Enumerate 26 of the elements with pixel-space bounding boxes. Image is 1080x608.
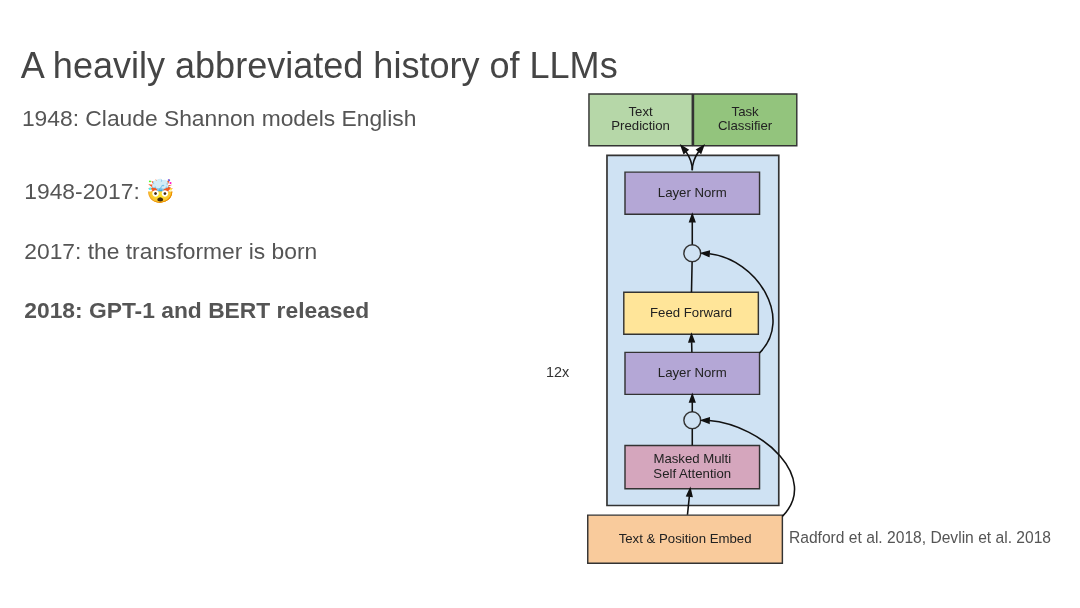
label: 1948: Claude Shannon models English	[21, 105, 417, 132]
node-box: Layer Norm	[624, 171, 761, 215]
arrow	[688, 212, 696, 246]
cluster	[606, 154, 780, 507]
connector	[691, 428, 694, 446]
arrow	[688, 392, 696, 413]
connector	[690, 261, 693, 294]
node-circle	[683, 244, 702, 263]
node-label: 12x	[546, 364, 570, 381]
node-box: Task Classifier	[692, 93, 798, 147]
label: 1948-2017: 🤯	[24, 178, 175, 205]
node-box: Layer Norm	[624, 351, 761, 396]
label: 2017: the transformer is born	[24, 238, 318, 265]
arrow	[699, 416, 796, 518]
arrow	[699, 250, 774, 354]
node-box: Text Prediction	[588, 93, 693, 147]
node-box: Feed Forward	[623, 291, 760, 336]
node-circle	[683, 411, 702, 430]
node-box: Text & Position Embed	[587, 514, 784, 564]
arrow	[691, 143, 705, 172]
diagram-title: A heavily abbreviated history of LLMs	[20, 45, 618, 87]
label: 2018: GPT-1 and BERT released	[24, 297, 370, 324]
node-box: Masked Multi Self Attention	[624, 444, 761, 490]
arrow	[679, 144, 694, 172]
arrow	[688, 332, 696, 354]
arrow	[685, 486, 693, 516]
